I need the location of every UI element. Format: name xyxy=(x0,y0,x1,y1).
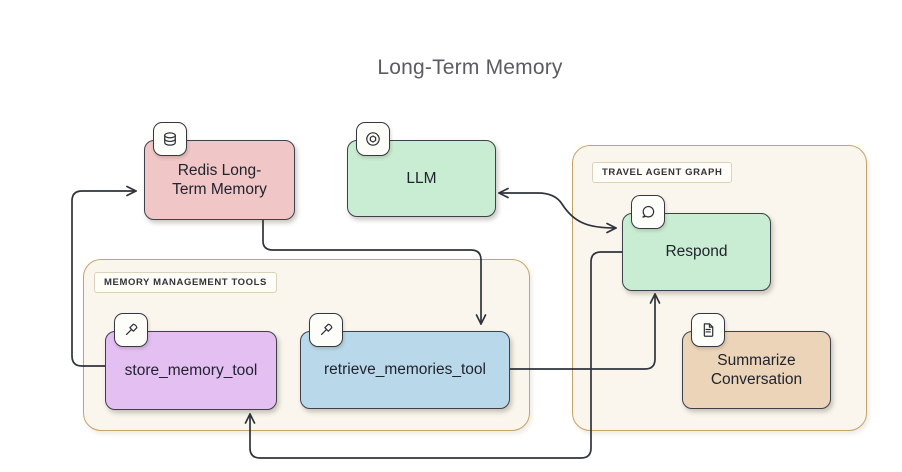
edge-respond-to-store xyxy=(244,251,623,459)
group-label-travel-agent-graph: TRAVEL AGENT GRAPH xyxy=(592,162,733,183)
node-label: Summarize Conversation xyxy=(710,351,803,388)
node-retrieve-memories-tool: retrieve_memories_tool xyxy=(300,313,510,409)
chat-bubble-icon xyxy=(631,195,665,229)
node-redis-long-term-memory: Redis Long- Term Memory xyxy=(144,122,295,220)
document-icon xyxy=(691,313,725,347)
hammer-icon xyxy=(309,313,343,347)
node-label: Redis Long- Term Memory xyxy=(172,161,267,198)
node-store-memory-tool: store_memory_tool xyxy=(105,313,277,410)
database-icon xyxy=(153,122,187,156)
node-label: LLM xyxy=(406,169,437,187)
edge-llm-respond-bidirectional xyxy=(498,187,617,234)
group-label-memory-management-tools: MEMORY MANAGEMENT TOOLS xyxy=(94,272,277,293)
node-summarize-conversation: Summarize Conversation xyxy=(682,313,831,409)
node-llm: LLM xyxy=(347,122,496,217)
edge-store-to-redis xyxy=(71,185,137,367)
edge-retrieve-to-respond xyxy=(507,293,661,370)
hammer-icon xyxy=(114,313,148,347)
node-label: retrieve_memories_tool xyxy=(324,361,486,379)
diagram-title: Long-Term Memory xyxy=(377,56,563,79)
node-label: Respond xyxy=(665,243,728,261)
node-respond: Respond xyxy=(622,195,771,291)
openai-icon xyxy=(356,122,390,156)
edge-redis-to-retrieve xyxy=(262,217,487,325)
node-label: store_memory_tool xyxy=(124,361,258,379)
